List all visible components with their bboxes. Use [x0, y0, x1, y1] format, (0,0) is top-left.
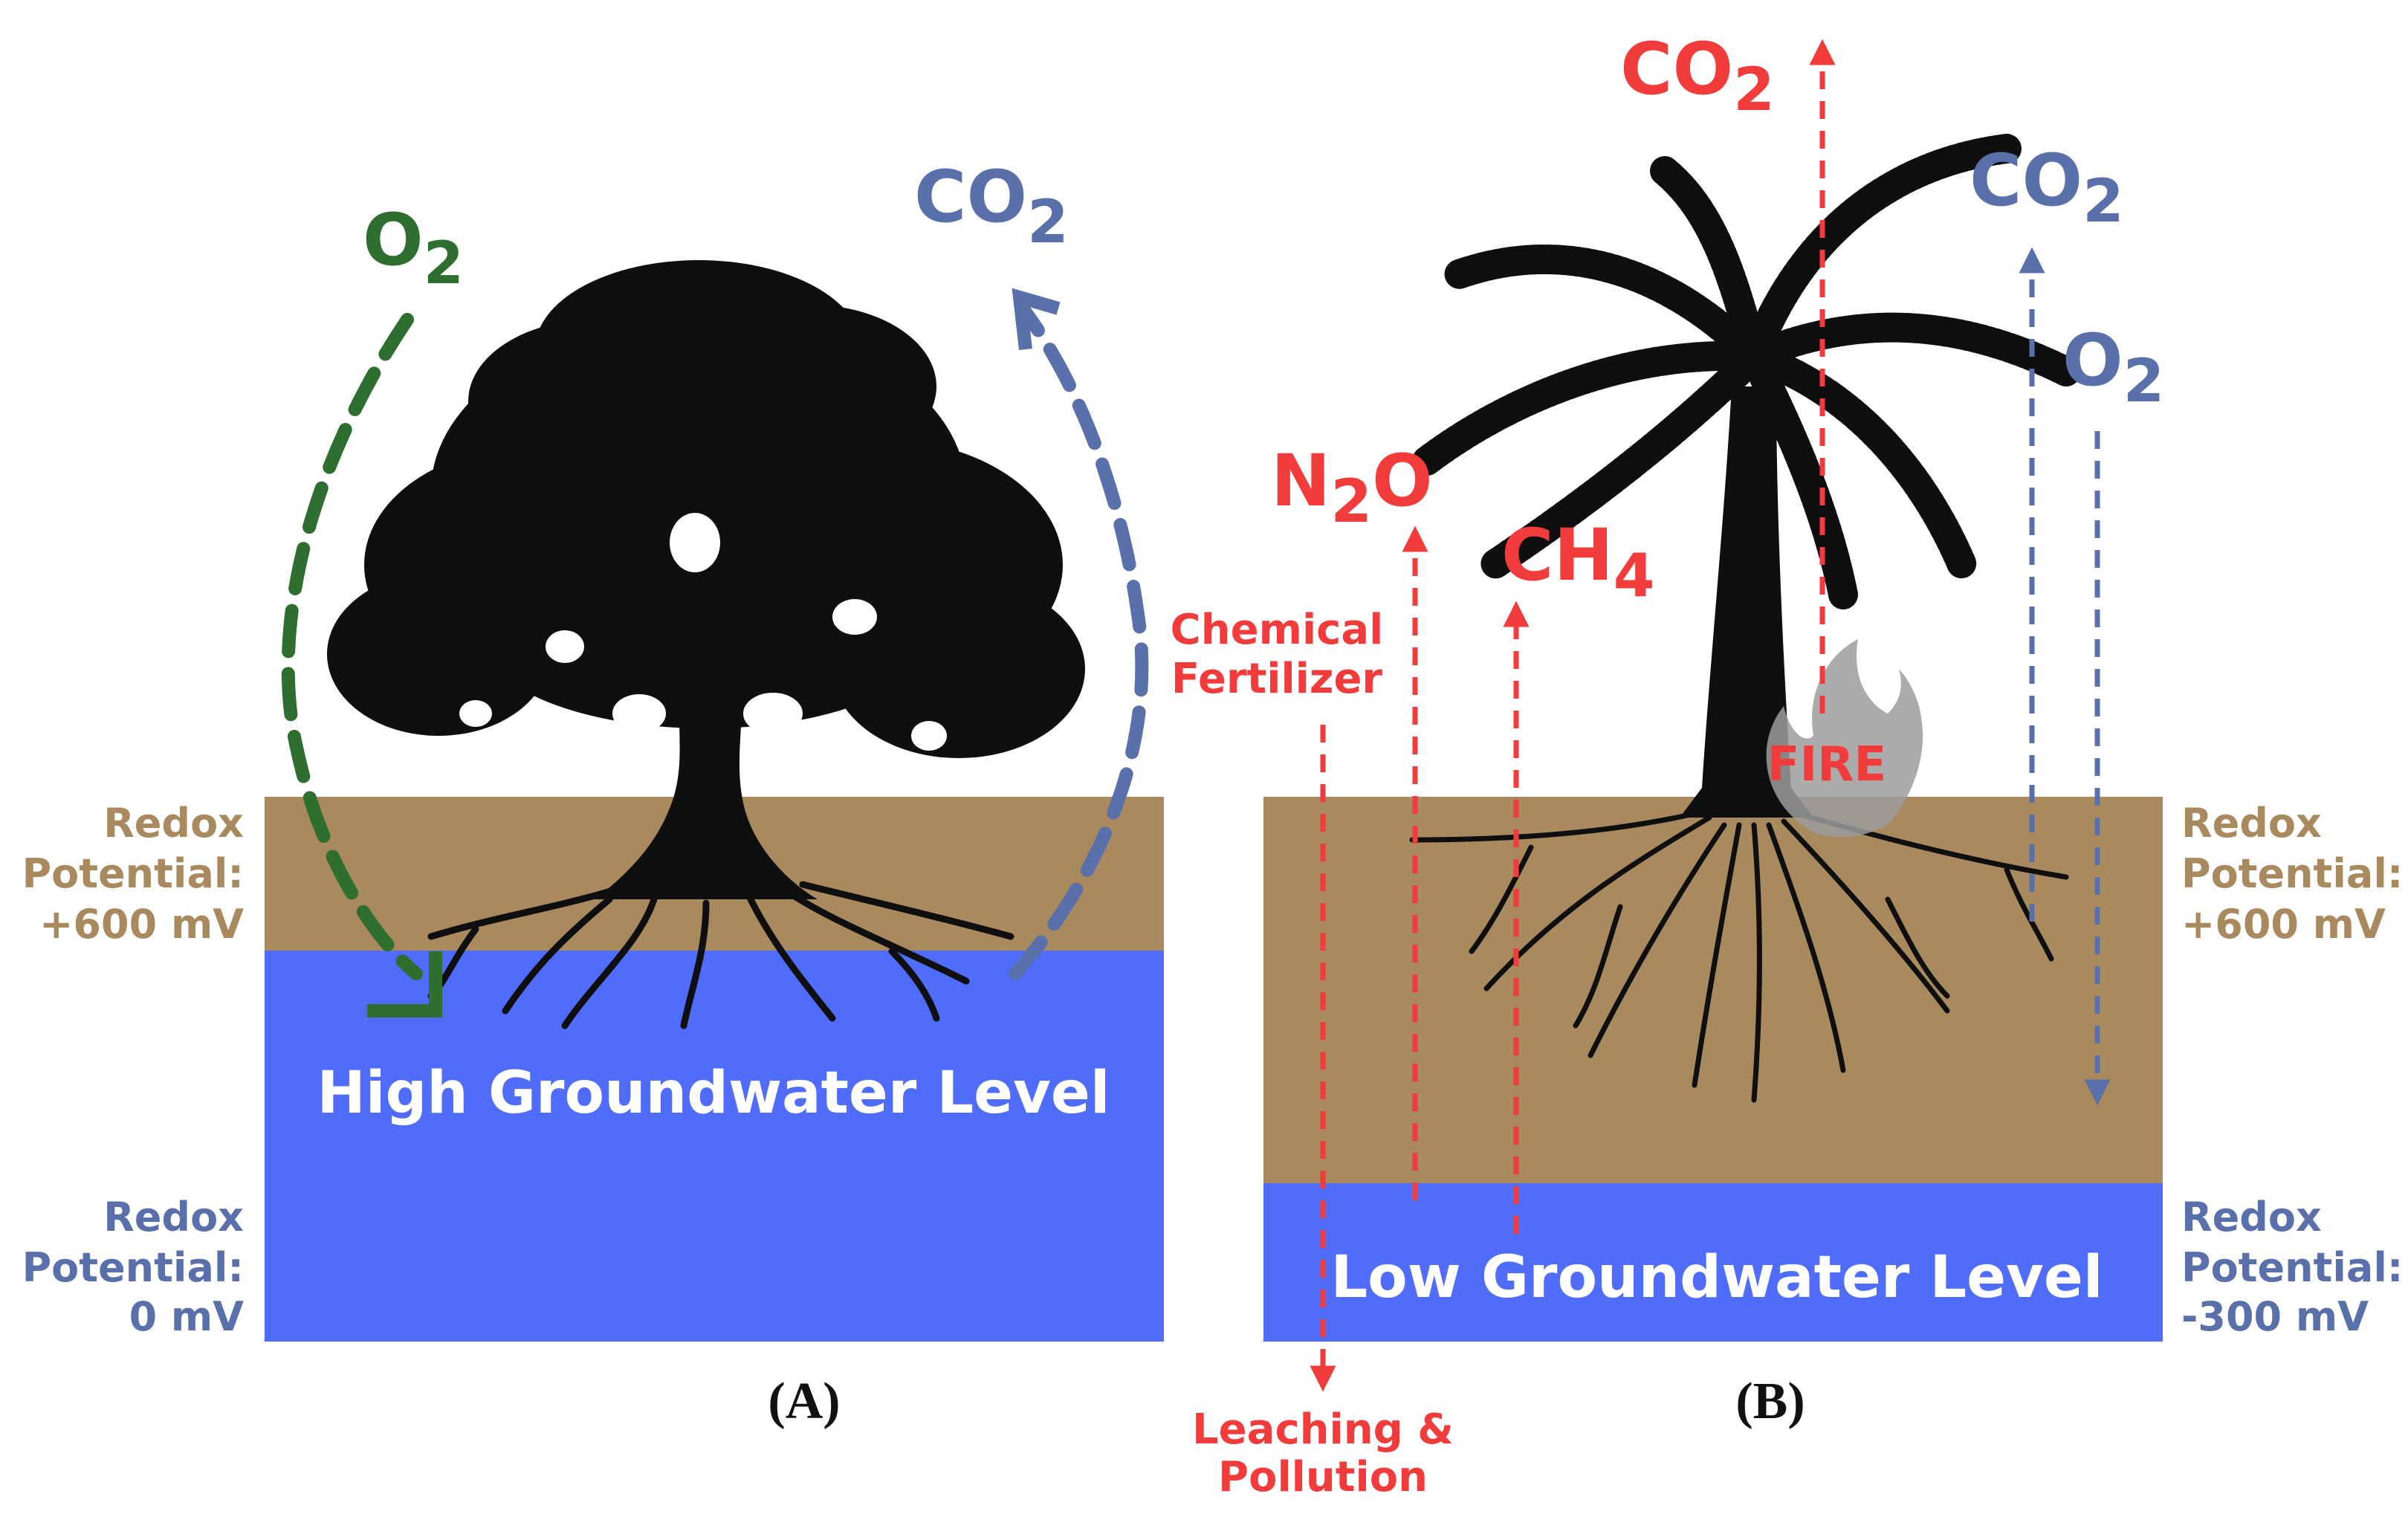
co2-fire-label: CO2: [1620, 28, 1775, 124]
co2-label-b: CO2: [1970, 139, 2124, 236]
svg-text:Potential:: Potential:: [2181, 850, 2403, 897]
leaching-label: Leaching & Pollution: [1192, 1405, 1454, 1501]
svg-text:Fertilizer: Fertilizer: [1171, 655, 1383, 703]
ch4-label: CH4: [1501, 514, 1654, 610]
fertilizer-label: Chemical Fertilizer: [1171, 606, 1384, 703]
caption-b: (B): [1735, 1373, 1805, 1430]
tree-icon: [327, 260, 1085, 1029]
palm-tree-icon: [1409, 134, 2081, 1103]
fire-label: FIRE: [1767, 737, 1887, 792]
n2o-label: N2O: [1271, 439, 1433, 536]
water-layer-b: [1263, 1183, 2163, 1342]
svg-text:-300 mV: -300 mV: [2181, 1293, 2369, 1340]
o2-label-a: O2: [363, 198, 464, 297]
svg-text:0 mV: 0 mV: [129, 1293, 245, 1340]
caption-a: (A): [768, 1373, 840, 1430]
svg-text:Potential:: Potential:: [22, 850, 244, 897]
co2-label-a: CO2: [914, 155, 1069, 256]
fire-icon: FIRE: [1766, 639, 1923, 838]
svg-text:Redox: Redox: [103, 800, 244, 847]
redox-upper-a: Redox Potential: +600 mV: [22, 800, 245, 948]
svg-text:Redox: Redox: [103, 1194, 244, 1240]
panel-a: O2 CO2 High Groundwater Level Redox Pote…: [22, 155, 1164, 1430]
panel-b: FIRE CO2 CO2 O2 N2O CH4 Chemical Fertili…: [1171, 28, 2404, 1501]
water-level-label-b: Low Groundwater Level: [1330, 1244, 2103, 1311]
redox-lower-b: Redox Potential: -300 mV: [2181, 1194, 2403, 1340]
water-level-label-a: High Groundwater Level: [317, 1060, 1110, 1127]
svg-text:Leaching &: Leaching &: [1192, 1405, 1454, 1454]
arrow-up-icon: [1009, 288, 1149, 980]
o2-label-b: O2: [2062, 319, 2164, 415]
svg-text:Redox: Redox: [2181, 800, 2322, 847]
svg-text:Potential:: Potential:: [2181, 1244, 2403, 1291]
svg-text:Potential:: Potential:: [22, 1244, 244, 1291]
soil-layer-b: [1263, 797, 2163, 1183]
svg-text:Chemical: Chemical: [1171, 606, 1384, 654]
arrow-down-icon: [281, 313, 442, 1018]
svg-text:+600 mV: +600 mV: [2181, 901, 2386, 948]
svg-text:+600 mV: +600 mV: [39, 901, 244, 948]
redox-lower-a: Redox Potential: 0 mV: [22, 1194, 245, 1340]
redox-upper-b: Redox Potential: +600 mV: [2181, 800, 2403, 948]
svg-text:Redox: Redox: [2181, 1194, 2322, 1240]
svg-text:Pollution: Pollution: [1218, 1453, 1428, 1501]
